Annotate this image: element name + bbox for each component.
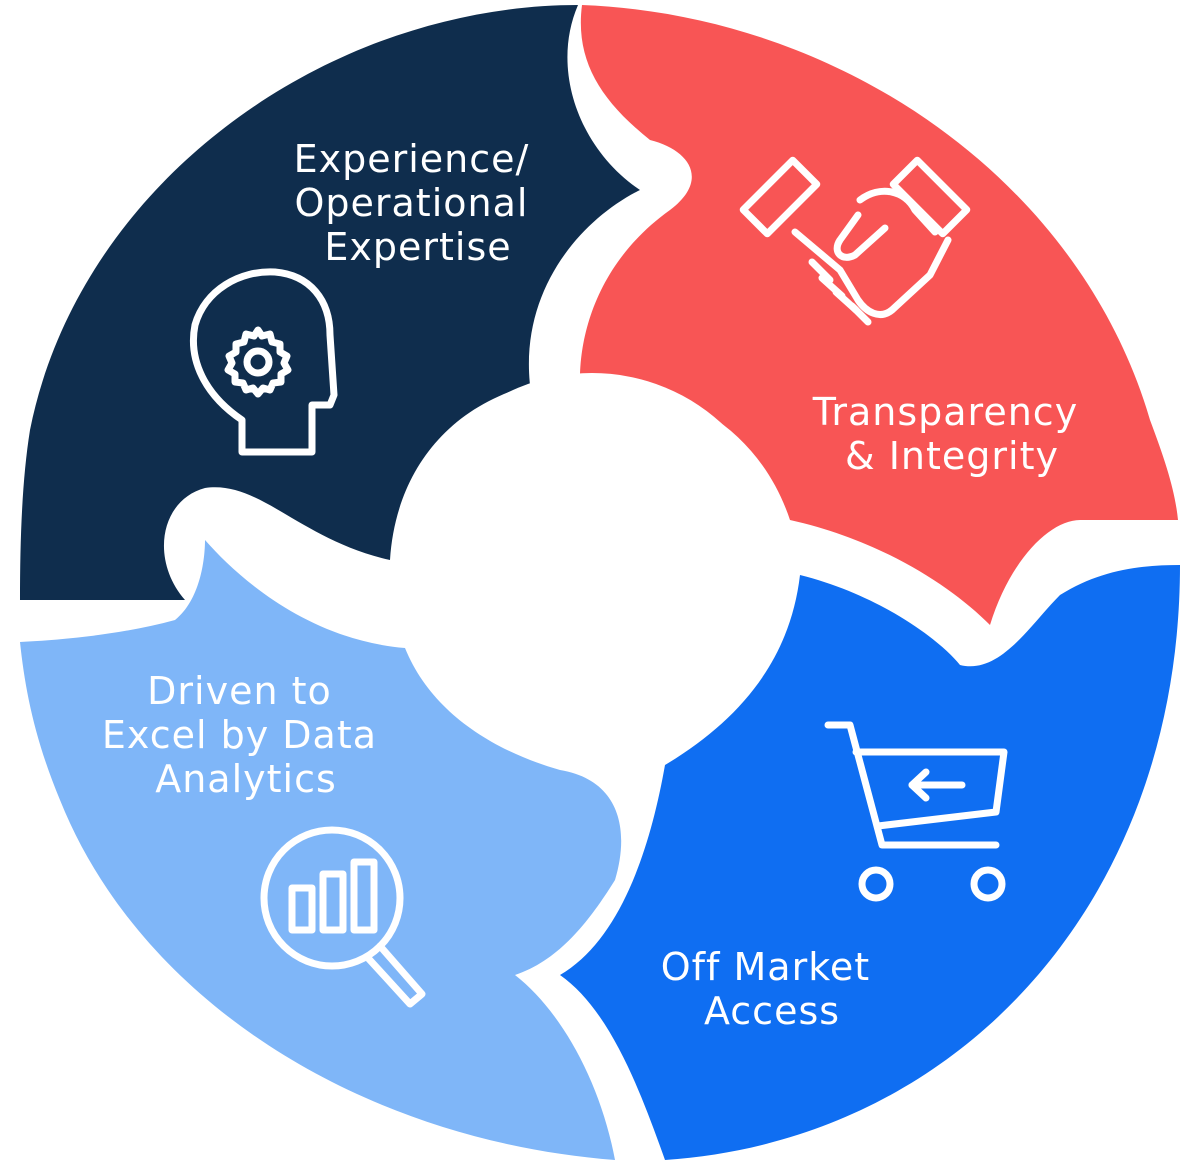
segment-experience — [20, 5, 640, 600]
center-hole — [400, 373, 784, 757]
label-data-analytics-line-3: Analytics — [155, 757, 337, 801]
label-off-market-line-1: Off Market — [661, 945, 870, 989]
magnifier-chart-icon — [260, 826, 426, 1008]
segment-off-market — [560, 565, 1180, 1160]
handshake-icon — [739, 156, 971, 326]
label-data-analytics-line-2: Excel by Data — [102, 713, 377, 757]
label-experience-line-3: Expertise — [324, 225, 511, 269]
label-data-analytics-line-1: Driven to — [147, 669, 332, 713]
label-transparency-line-2: & Integrity — [845, 434, 1059, 478]
label-off-market: Off Market Access — [661, 945, 883, 1033]
label-off-market-line-2: Access — [704, 989, 840, 1033]
label-transparency: Transparency & Integrity — [812, 390, 1092, 478]
head-gear-icon — [190, 268, 338, 456]
label-experience: Experience/ Operational Expertise — [294, 137, 543, 269]
label-transparency-line-1: Transparency — [812, 390, 1078, 434]
segment-data-analytics — [20, 540, 622, 1160]
label-data-analytics: Driven to Excel by Data Analytics — [102, 669, 390, 801]
label-experience-line-2: Operational — [294, 181, 528, 225]
label-experience-line-1: Experience/ — [294, 137, 530, 181]
shopping-cart-icon — [824, 721, 1008, 902]
